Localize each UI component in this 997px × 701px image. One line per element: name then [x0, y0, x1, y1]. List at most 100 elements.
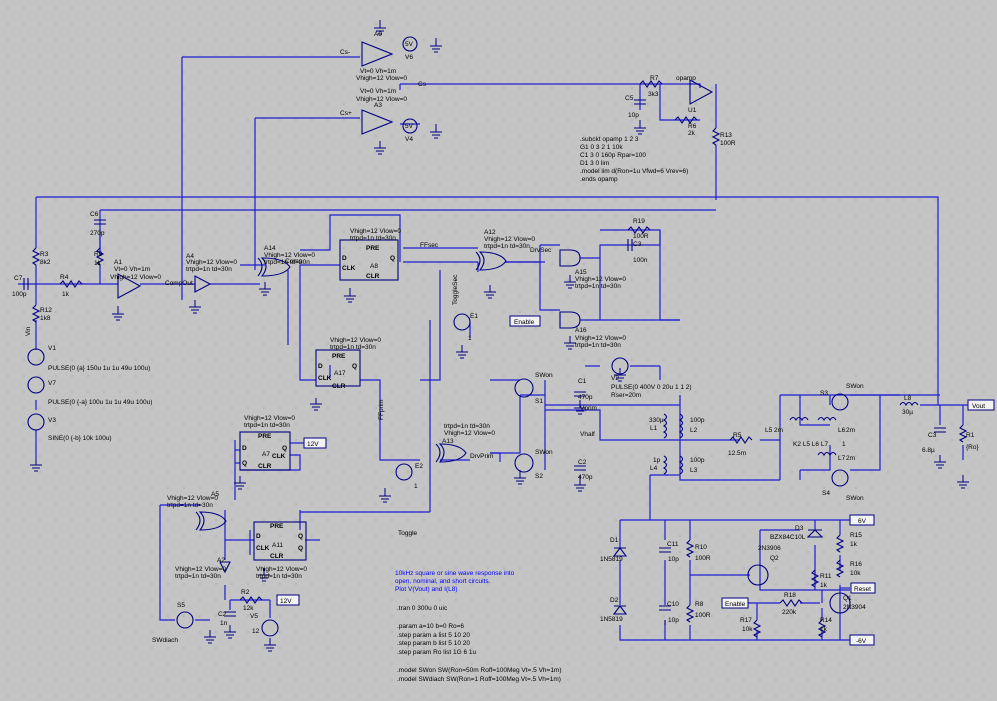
v5-source-symbol	[261, 619, 279, 637]
pin-label: Q	[298, 545, 303, 552]
a16-p1-text: Vhigh=12 Vlow=0	[575, 335, 626, 342]
a8-p2-text: trtpd=1n td=30n	[350, 235, 396, 242]
ffprim-label: FFprim	[378, 399, 385, 420]
v3-source-symbol	[27, 413, 45, 431]
r19-resistor-symbol	[627, 226, 651, 234]
v4-name-text: V4	[405, 136, 413, 143]
pin-label: CLR	[270, 553, 284, 560]
pin-label: Q	[242, 460, 247, 467]
a7-p2-text: trtpd=1n td=30n	[244, 422, 290, 429]
r6-name-text: R6	[688, 123, 697, 130]
r4-resistor-symbol	[59, 280, 83, 288]
l6-value-text: 2m	[846, 427, 855, 434]
a15-p1-text: Vhigh=12 Vlow=0	[575, 276, 626, 283]
a1-comparator-symbol	[117, 273, 142, 299]
pin-label: Q	[298, 533, 303, 540]
directive-line-2: G1 0 3 2 1 10k	[580, 144, 623, 151]
comment-line-2: open, nominal, and short circuits.	[395, 578, 491, 585]
c10-name-text: C10	[667, 601, 679, 608]
s1-model-text: SWon	[535, 372, 553, 379]
r2-name-text: R2	[241, 589, 250, 596]
vout-label: Vout	[972, 403, 985, 410]
a1-p1-text: Vt=0 Vh=1m	[114, 266, 150, 273]
a15-and-symbol	[559, 249, 581, 267]
d1-value-text: 1N5819	[600, 556, 623, 563]
r8-value-text: 100R	[695, 612, 711, 619]
q2-value-text: 2N3906	[758, 545, 781, 552]
wires	[18, 56, 970, 641]
a5-name-text: A5	[211, 491, 219, 498]
vprim-label: Vprim	[580, 405, 597, 412]
a2-p1-text: Vhigh=12 Vlow=0	[175, 566, 226, 573]
l2-name-text: L2	[690, 427, 698, 434]
a11-flipflop-symbol	[253, 521, 307, 561]
a12-xor-symbol	[475, 251, 507, 271]
s4-model-text: SWon	[846, 495, 864, 502]
pin-label: CLR	[332, 383, 346, 390]
r4-value-text: 1k	[62, 291, 70, 298]
a9-p1-text: Vt=0 Vh=1m	[360, 68, 396, 75]
r3-value-text: 8k2	[40, 259, 51, 266]
c4-value-text: 6.8µ	[922, 447, 935, 454]
vhalf-label: Vhalf	[580, 431, 595, 438]
a9-comparator-symbol	[361, 41, 394, 67]
r1-value-text: {Ro}	[966, 444, 979, 451]
c-out-capacitor-symbol	[934, 427, 946, 433]
s5-switch-symbol	[176, 611, 194, 629]
l1-value-text: 330µ	[649, 417, 664, 424]
a5-xor-symbol	[195, 511, 227, 531]
a13-p1-text: trtpd=1n td=30n	[444, 423, 490, 430]
a2-buffer-symbol	[219, 561, 231, 574]
r8-resistor-symbol	[685, 604, 695, 623]
a14-p1-text: Vhigh=12 Vlow=0	[264, 252, 315, 259]
s2-model-text: SWon	[535, 449, 553, 456]
d2-diode-symbol	[612, 605, 628, 615]
a4-buffer-symbol	[194, 275, 212, 293]
enable-label-1: Enable	[514, 319, 535, 326]
l5-name-text: L5	[765, 427, 773, 434]
u1-opamp-symbol	[689, 79, 714, 105]
r18-value-text: 220k	[782, 609, 797, 616]
c11-capacitor-symbol	[659, 547, 671, 553]
pin-label: CLK	[318, 375, 332, 382]
l4-coil-symbol	[662, 455, 668, 475]
pin-label: D	[256, 533, 261, 540]
r12-name-text: R12	[40, 307, 52, 314]
a8-name-text: A8	[370, 263, 378, 270]
sim-tran: .tran 0 300u 0 uic	[397, 605, 448, 612]
v1-name-text: V1	[48, 345, 56, 352]
c10-value-text: 10p	[668, 617, 679, 624]
l4-value-text: 1p	[653, 457, 661, 464]
l8-coil-symbol	[899, 401, 919, 407]
q1-transistor-symbol	[829, 592, 851, 614]
drvsec-label: DrvSec	[530, 247, 552, 254]
a17-p1-text: Vhigh=12 Vlow=0	[330, 337, 381, 344]
e2-value-text: 1	[414, 483, 418, 490]
v2-value2-text: Rser=20m	[611, 392, 641, 399]
k-name-text: K2 L5 L6 L7	[793, 441, 828, 448]
r8-name-text: R8	[695, 601, 704, 608]
c11-name-text: C11	[667, 541, 679, 548]
a7-name-text: A7	[262, 451, 270, 458]
c4-name-text: C3	[928, 432, 937, 439]
v6-name-text: V6	[405, 54, 413, 61]
c2b-value-text: 1n	[220, 620, 228, 627]
c6-capacitor-symbol	[94, 219, 106, 225]
a3-p1-text: Vt=0 Vh=1m	[360, 88, 396, 95]
r14-value-text: 1k	[820, 626, 828, 633]
s2-name-text: S2	[535, 473, 543, 480]
sim-model-swon: .model SWon SW(Ron=50m Roff=100Meg Vt=.5…	[397, 667, 562, 674]
v7-name-text: V7	[48, 380, 56, 387]
comment-line-1: 10kHz square or sine wave response into	[395, 570, 515, 577]
v1-value-text: PULSE(0 {a} 150u 1u 1u 49u 100u)	[48, 365, 150, 372]
r12-resistor-symbol	[31, 304, 41, 323]
a3-comparator-symbol	[361, 109, 394, 135]
l7-value-text: 2m	[846, 455, 855, 462]
a2-name-text: A2	[217, 557, 225, 564]
l4-name-text: L4	[650, 465, 658, 472]
pin-label: PRE	[258, 433, 272, 440]
s4-switch-symbol	[831, 469, 849, 487]
s2-switch-symbol	[514, 453, 534, 473]
a13-name-text: A13	[442, 438, 454, 445]
